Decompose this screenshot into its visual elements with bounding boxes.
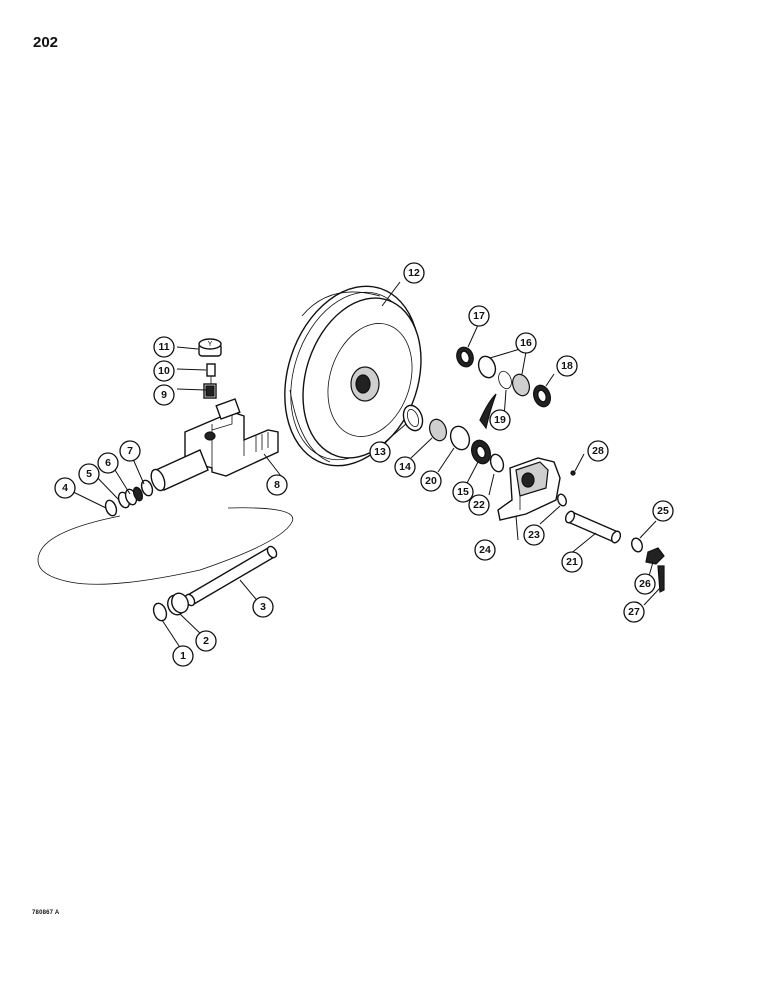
callout-15: 15 (452, 481, 474, 503)
idler-pin (564, 510, 622, 544)
shaft-rings (152, 592, 189, 622)
callout-4: 4 (54, 477, 76, 499)
callout-22: 22 (468, 494, 490, 516)
svg-text:22: 22 (473, 499, 485, 511)
callout-25: 25 (652, 500, 674, 522)
callout-9: 9 (153, 384, 175, 406)
svg-text:8: 8 (274, 479, 280, 491)
svg-text:Y: Y (208, 341, 213, 348)
callout-3: 3 (252, 596, 274, 618)
callout-23: 23 (523, 524, 545, 546)
callout-7: 7 (119, 440, 141, 462)
seal-ring-stack-left (104, 479, 154, 517)
svg-text:4: 4 (62, 482, 68, 494)
callout-11: 11 (153, 336, 175, 358)
grease-fitting (203, 363, 217, 399)
callout-16: 16 (515, 332, 537, 354)
page-number: 202 (33, 34, 59, 51)
svg-text:14: 14 (399, 461, 411, 473)
callout-8: 8 (266, 474, 288, 496)
callout-14: 14 (394, 456, 416, 478)
callout-24: 24 (474, 539, 496, 561)
svg-text:5: 5 (86, 468, 92, 480)
callout-6: 6 (97, 452, 119, 474)
svg-text:6: 6 (105, 457, 111, 469)
svg-text:26: 26 (639, 578, 651, 590)
callout-10: 10 (153, 360, 175, 382)
callout-20: 20 (420, 470, 442, 492)
callout-27: 27 (623, 601, 645, 623)
svg-text:1: 1 (180, 650, 186, 662)
svg-text:17: 17 (473, 310, 485, 322)
svg-text:10: 10 (158, 365, 170, 377)
svg-text:15: 15 (457, 486, 469, 498)
svg-text:9: 9 (161, 389, 167, 401)
seal-group-upper (456, 346, 552, 430)
bearing-stack (402, 404, 505, 473)
callout-2: 2 (195, 630, 217, 652)
callout-26: 26 (634, 573, 656, 595)
figure-code: 780867 A (32, 910, 60, 916)
yoke-bracket (150, 398, 279, 492)
svg-text:23: 23 (528, 529, 540, 541)
svg-text:13: 13 (374, 446, 386, 458)
svg-text:21: 21 (566, 556, 578, 568)
callout-12: 12 (403, 262, 425, 284)
filler-cap: Y (198, 338, 222, 357)
svg-text:7: 7 (127, 445, 133, 457)
svg-text:25: 25 (657, 505, 669, 517)
callout-17: 17 (468, 305, 490, 327)
svg-text:27: 27 (628, 606, 640, 618)
callout-18: 18 (556, 355, 578, 377)
svg-text:3: 3 (260, 601, 266, 613)
washer-nut-pin (631, 537, 665, 593)
svg-text:20: 20 (425, 475, 437, 487)
shaft (184, 545, 278, 607)
callout-1: 1 (172, 645, 194, 667)
svg-text:19: 19 (494, 414, 506, 426)
callout-13: 13 (369, 441, 391, 463)
callout-21: 21 (561, 551, 583, 573)
idler-wheel (284, 285, 422, 467)
svg-text:12: 12 (408, 267, 420, 279)
svg-text:24: 24 (479, 544, 491, 556)
svg-text:2: 2 (203, 635, 209, 647)
svg-text:18: 18 (561, 360, 573, 372)
svg-text:28: 28 (592, 445, 604, 457)
bearing-housing (497, 457, 576, 521)
recoil-spring-loop (37, 507, 294, 585)
callout-5: 5 (78, 463, 100, 485)
svg-text:16: 16 (520, 337, 532, 349)
svg-text:11: 11 (158, 341, 169, 353)
callout-28: 28 (587, 440, 609, 462)
callout-19: 19 (489, 409, 511, 431)
